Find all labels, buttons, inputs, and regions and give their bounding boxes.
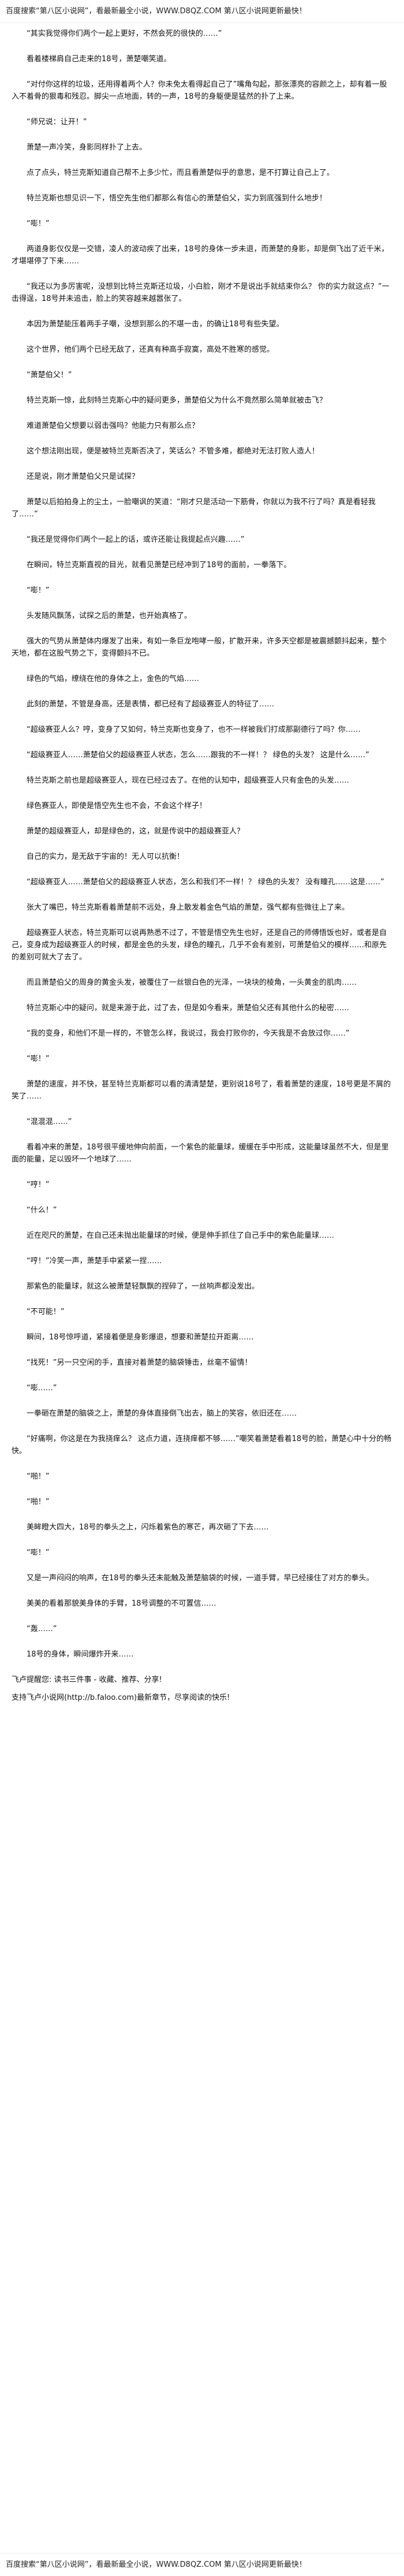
paragraph: 萧楚的速度，并不快，甚至特兰克斯都可以看的清清楚楚，更别说18号了，看着萧楚的速… [12, 1080, 391, 1101]
paragraph: 此刻的萧楚，不管是身高，还是表情，都已经有了超级赛亚人的特征了…… [27, 700, 275, 709]
paragraph: “嘭……” [27, 1384, 57, 1393]
bottom-banner: 百度搜索“第八区小说网”，看最新最全小说，WWW.D8QZ.COM 第八区小说网… [0, 2553, 404, 2576]
paragraph: “超级赛亚人么？哼，变身了又如何，特兰克斯也变身了，也不一样被我们打成那副德行了… [27, 725, 361, 734]
paragraph: 萧楚的超级赛亚人，却是绿色的，这，就是传说中的超级赛亚人？ [27, 827, 245, 836]
paragraph: 在瞬间，特兰克斯直视的目光，就看见萧楚已经冲到了18号的面前，一拳落下。 [27, 561, 291, 569]
paragraph: “轰……” [27, 1625, 57, 1633]
paragraph: “什么！” [27, 1206, 57, 1215]
paragraph: “哼！” [27, 1181, 50, 1189]
paragraph: 特兰克斯心中的疑问，就是来源于此，过了去，但是如今看来，萧楚伯父还有其他什么的秘… [27, 1004, 350, 1012]
paragraph: “我的变身，和他们不是一样的，不管怎么样，我说过，我会打败你的，今天我是不会放过… [27, 1029, 350, 1038]
paragraph: “好痛啊，你这是在为我挠痒么？ 这点力道，连挠痒都不够……”嘲笑着萧楚看着18号… [12, 1435, 392, 1455]
paragraph: “啪！” [27, 1498, 50, 1506]
paragraph: “我还以为多厉害呢，没想到比特兰克斯还垃圾，小白脸，刚才不是说出手就结束你么？ … [12, 282, 390, 303]
paragraph: 自己的实力，是无敌于宇宙的！无人可以抗衡！ [27, 853, 185, 861]
paragraph: “啪！” [27, 1472, 50, 1481]
paragraph: “超级赛亚人……萧楚伯父的超级赛亚人状态，怎么和我们不一样！？ 绿色的头发？ 没… [27, 878, 384, 887]
paragraph: 美美的看着那貌美身体的手臂，18号调整的不可置信…… [27, 1599, 216, 1608]
paragraph: “其实我觉得你们两个一起上更好，不然会死的很快的……” [27, 29, 222, 38]
paragraph: 超级赛亚人状态，特兰克斯可以说再熟悉不过了，不管是悟空先生也好，还是自己的师傅悟… [12, 929, 387, 962]
paragraph: 这个世界，他们两个已经无敌了，还真有种高手寂寞，高处不胜寒的感觉。 [27, 345, 275, 354]
paragraph: “嘭！” [27, 586, 50, 595]
paragraph: “师兄说：让开！” [27, 118, 87, 126]
paragraph: “混混混……” [27, 1118, 72, 1126]
paragraph: 一拳砸在萧楚的脑袋之上，萧楚的身体直接倒飞出去，脑上的笑容，依旧还在…… [27, 1409, 297, 1418]
paragraph: 本因为萧楚能压着两手子嘲，没想到那么的不堪一击，的确让18号有些失望。 [27, 320, 284, 329]
paragraph: 萧楚一声冷笑，身影同样扑了上去。 [27, 143, 147, 152]
paragraph: “嘭！” [27, 1548, 50, 1557]
paragraph: 绿色的气焰，缭绕在他的身体之上，金色的气焰…… [27, 675, 200, 683]
paragraph: “找死！”另一只空闲的手，直接对着萧楚的脑袋锤击，丝毫不留情！ [27, 1358, 252, 1367]
paragraph: 看着楼梯肩自己走来的18号，萧楚嘲笑道。 [27, 55, 171, 64]
paragraph: 那紫色的能量球，就这么被萧楚轻飘飘的捏碎了，一丝响声都没发出。 [27, 1282, 260, 1291]
paragraph: “对付你这样的垃圾，还用得着两个人？你未免太看得起自己了”嘴角勾起，那张漂亮的容… [12, 80, 387, 101]
paragraph: 还是说，刚才萧楚伯父只是试探？ [27, 472, 140, 481]
paragraph: “嘭！” [27, 219, 50, 228]
paragraph: 18号的身体，瞬间爆炸开来…… [27, 1650, 134, 1659]
paragraph: 萧楚以后拍拍身上的尘土，一脸嘲讽的笑道：“刚才只是活动一下筋骨，你就以为我不行了… [12, 498, 376, 519]
paragraph: “哼！”冷笑一声，萧楚手中紧紧一捏…… [27, 1257, 162, 1265]
footer-note: 支持飞卢小说网(http://b.faloo.com)最新章节，尽享阅读的快乐! [12, 1693, 230, 1702]
paragraph: “超级赛亚人……萧楚伯父的超级赛亚人状态，怎么……跟我的不一样！？ 绿色的头发？… [27, 751, 369, 760]
paragraph: 又是一声闷闷的响声，在18号的拳头还未能触及萧楚脑袋的时候，一道手臂，早已经接住… [27, 1574, 374, 1583]
paragraph: 特兰克斯之前也是超级赛亚人，现在已经过去了。在他的认知中，超级赛亚人只有金色的头… [27, 776, 350, 785]
paragraph: 美眸瞪大四大，18号的拳头之上，闪烁着紫色的寒芒，再次砸了下去…… [27, 1523, 269, 1532]
paragraph: 特兰克斯也想见识一下，悟空先生他们都那么有信心的萧楚伯父，实力到底强到什么地步！ [27, 194, 327, 203]
paragraph: 这个想法刚出现，便是被特兰克斯否决了，笑话么？不管多难，都绝对无法打败人造人！ [27, 447, 320, 456]
top-banner: 百度搜索“第八区小说网”，看最新最全小说，WWW.D8QZ.COM 第八区小说网… [0, 0, 404, 23]
footer-note: 飞卢提醒您: 读书三件事 - 收藏、推荐、分享! [12, 1676, 162, 1684]
paragraph: 近在咫尺的萧楚，在自己还未抛出能量球的时候，便是伸手抓住了自己手中的紫色能量球…… [27, 1231, 335, 1240]
paragraph: 绿色赛亚人，即使是悟空先生也不会，不会这个样子！ [27, 802, 207, 810]
paragraph: 看着冲来的萧楚，18号很平缓地伸向前面，一个紫色的能量球，缓缓在手中形成，这能量… [12, 1143, 389, 1164]
paragraph: 瞬间，18号惊呼道，紧接着便是身影爆退，想要和萧楚拉开距离…… [27, 1333, 254, 1342]
paragraph: 难道萧楚伯父想要以弱击强吗？他能力只有那么点？ [27, 422, 200, 430]
paragraph: “嘭！” [27, 1055, 50, 1063]
paragraph: 张大了嘴巴，特兰克斯看着萧楚前不远处，身上散发着金色气焰的萧楚，强气都有些微往上… [27, 903, 350, 912]
paragraph: 而且萧楚伯父的周身的黄金头发，被覆住了一丝银白色的光泽，一块块的棱角，一头黄金的… [27, 978, 357, 987]
paragraph: “我还是觉得你们两个一起上的话，或许还能让我提起点兴趣……” [27, 535, 245, 544]
paragraph: 强大的气势从萧楚体内爆发了出来，有如一条巨龙咆哮一般，扩散开来，许多天空都是被震… [12, 637, 387, 658]
paragraph: 点了点头，特兰克斯知道自己帮不上多少忙，而且看萧楚似乎的意思，是不打算让自己上了… [27, 169, 335, 177]
article-body: “其实我觉得你们两个一起上更好，不然会死的很快的……” 看着楼梯肩自己走来的18号… [9, 28, 395, 2534]
paragraph: “萧楚伯父！” [27, 371, 72, 379]
paragraph: 两道身影仅仅是一交错，凌人的波动疾了出来，18号的身体一步未退，而萧楚的身影，却… [12, 245, 389, 266]
paragraph: 特兰克斯一惊，此刻特兰克斯心中的疑问更多，萧楚伯父为什么不竟然那么简单就被击飞？ [27, 396, 327, 405]
paragraph: “不可能！” [27, 1308, 65, 1316]
paragraph: 头发随风飘荡，试探之后的萧楚，也开始真格了。 [27, 612, 192, 620]
